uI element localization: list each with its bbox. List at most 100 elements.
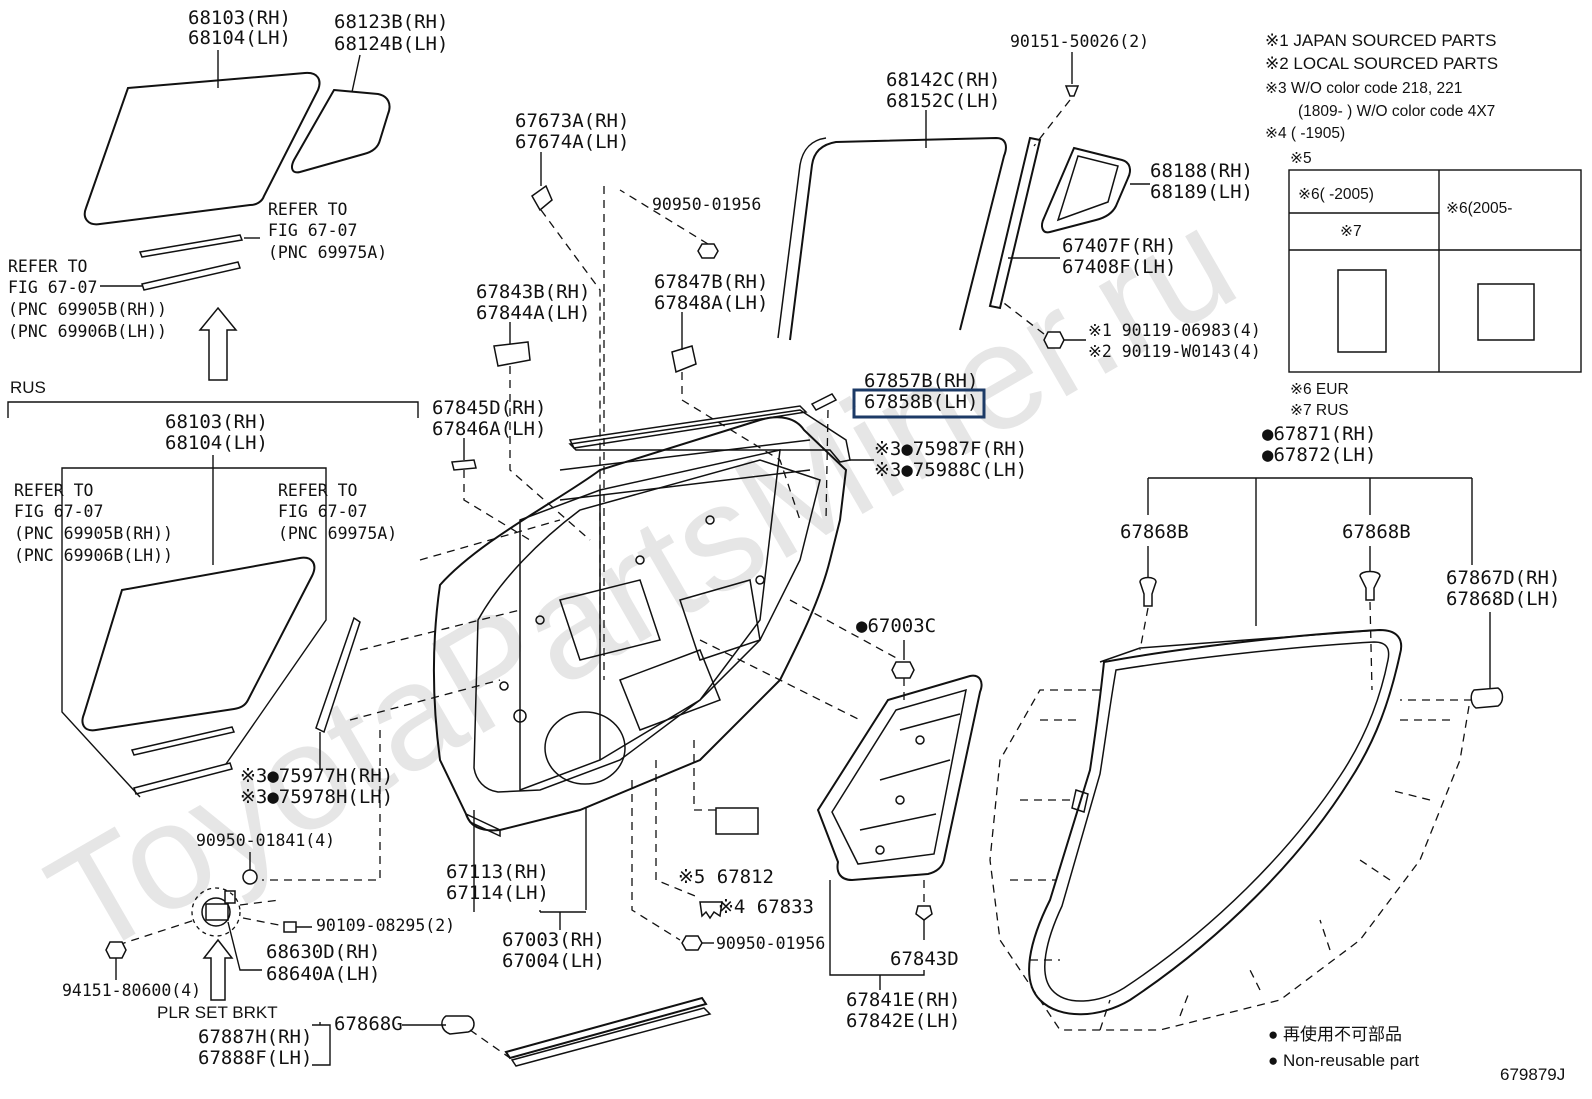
nut-94151[interactable] — [105, 941, 127, 959]
label-67847b: 67847B(RH) — [654, 271, 768, 293]
label-67674a: 67674A(LH) — [515, 131, 629, 153]
clip-67845d[interactable] — [451, 459, 477, 471]
hinge-67847b[interactable] — [671, 345, 697, 374]
clip-67673a[interactable] — [531, 184, 553, 212]
refer-3-line-2: FIG 67-07 — [14, 502, 103, 521]
screw-90151[interactable] — [1064, 85, 1080, 97]
nut-67003c[interactable] — [891, 661, 915, 679]
label-67673a: 67673A(RH) — [515, 110, 629, 132]
refer-4-line-1: REFER TO — [278, 481, 357, 500]
pillar-bracket-68630d[interactable] — [201, 890, 236, 927]
rear-door-panel-67003[interactable] — [433, 405, 848, 838]
label-75978h: ※3●75978H(LH) — [240, 786, 393, 808]
label-plate-67812[interactable] — [715, 807, 759, 835]
refer-2-line-1: REFER TO — [8, 257, 87, 276]
label-68188: 68188(RH) — [1150, 160, 1253, 182]
rear-door-glass-top[interactable] — [83, 71, 391, 291]
belt-moulding-75977h[interactable] — [315, 616, 361, 734]
label-90119-1: ※1 90119-06983(4) — [1088, 321, 1261, 340]
note-5: ※5 — [1290, 150, 1312, 167]
note-2: ※2 LOCAL SOURCED PARTS — [1265, 54, 1498, 73]
bolt-90109[interactable] — [283, 921, 312, 933]
label-68103-rh-rus: 68103(RH) — [165, 411, 268, 433]
door-frame-run-68142c[interactable] — [777, 136, 1007, 341]
nut-90950-01841[interactable] — [242, 869, 258, 885]
label-67842e: 67842E(LH) — [846, 1010, 960, 1032]
label-75987f: ※3●75987F(RH) — [874, 438, 1027, 460]
refer-3-line-1: REFER TO — [14, 481, 93, 500]
label-68142c: 68142C(RH) — [886, 69, 1000, 91]
label-67003c: ●67003C — [856, 615, 936, 637]
seal-67857b[interactable] — [810, 393, 838, 411]
label-67888f: 67888F(LH) — [198, 1047, 312, 1069]
label-94151: 94151-80600(4) — [62, 981, 201, 1000]
note-7-rus: ※7 RUS — [1290, 402, 1349, 419]
note-6-eur: ※6 EUR — [1290, 381, 1349, 398]
label-67848a: 67848A(LH) — [654, 292, 768, 314]
label-90151: 90151-50026(2) — [1010, 32, 1149, 51]
note-1: ※1 JAPAN SOURCED PARTS — [1265, 31, 1497, 50]
clip-67833[interactable] — [699, 901, 723, 920]
moulding-75987f[interactable] — [568, 409, 851, 463]
note-3b: (1809- ) W/O color code 4X7 — [1298, 103, 1495, 120]
label-67114: 67114(LH) — [446, 882, 549, 904]
label-67003: 67003(RH) — [502, 929, 605, 951]
legend-en: ● Non-reusable part — [1268, 1051, 1419, 1070]
note-7: ※7 — [1340, 223, 1362, 240]
label-67887h: 67887H(RH) — [198, 1026, 312, 1048]
label-67407f: 67407F(RH) — [1062, 235, 1176, 257]
label-67408f: 67408F(LH) — [1062, 256, 1176, 278]
label-75977h: ※3●75977H(RH) — [240, 765, 393, 787]
refer-1-line-2: FIG 67-07 — [268, 221, 357, 240]
clip-67867d[interactable] — [1470, 687, 1504, 709]
refer-2-line-3: (PNC 69905B(RH)) — [8, 300, 167, 319]
label-67845d: 67845D(RH) — [432, 397, 546, 419]
label-67868g: 67868G — [334, 1013, 403, 1035]
refer-3-line-4: (PNC 69906B(LH)) — [14, 546, 173, 565]
clip-67868b-2[interactable] — [1359, 570, 1381, 601]
label-67113: 67113(RH) — [446, 861, 549, 883]
label-90950-01841: 90950-01841(4) — [196, 831, 335, 850]
label-68104-lh-rus: 68104(LH) — [165, 432, 268, 454]
label-68123b-rh: 68123B(RH) — [334, 11, 448, 33]
note-6b: ※6(2005- — [1446, 200, 1512, 217]
label-75988c: ※3●75988C(LH) — [874, 459, 1027, 481]
clip-67868b-1[interactable] — [1139, 576, 1157, 607]
label-67844a: 67844A(LH) — [476, 302, 590, 324]
clip-67868g[interactable] — [441, 1015, 475, 1035]
label-67868b-2: 67868B — [1342, 521, 1411, 543]
quarter-glass-68188[interactable] — [1041, 146, 1131, 234]
label-90109: 90109-08295(2) — [316, 916, 455, 935]
watermark: ToyotaPartsMiner.ru — [22, 175, 1261, 987]
label-68640a: 68640A(LH) — [266, 963, 380, 985]
label-67833: ※4 67833 — [718, 896, 814, 918]
label-68104-lh-top: 68104(LH) — [188, 27, 291, 49]
refer-1-line-1: REFER TO — [268, 200, 347, 219]
nut-90950-01956-bottom[interactable] — [681, 935, 703, 951]
variant-table — [1288, 169, 1582, 373]
service-hole-cover-67841e[interactable] — [816, 674, 983, 882]
rocker-moulding-67887h[interactable] — [504, 996, 712, 1067]
refer-4-line-3: (PNC 69975A) — [278, 524, 397, 543]
door-weatherstrip-67871[interactable] — [1028, 628, 1403, 1016]
label-68103-rh-top: 68103(RH) — [188, 7, 291, 29]
label-90950-01956-top: 90950-01956 — [652, 195, 761, 214]
label-67858b[interactable]: 67858B(LH) — [864, 391, 978, 413]
label-68152c: 68152C(LH) — [886, 90, 1000, 112]
label-67857b: 67857B(RH) — [864, 370, 978, 392]
bolt-90119[interactable] — [1043, 331, 1065, 349]
label-90119-2: ※2 90119-W0143(4) — [1088, 342, 1261, 361]
refer-3-line-3: (PNC 69905B(RH)) — [14, 524, 173, 543]
label-67867d: 67867D(RH) — [1446, 567, 1560, 589]
label-67868d: 67868D(LH) — [1446, 588, 1560, 610]
label-plr-set-brkt: PLR SET BRKT — [157, 1003, 278, 1022]
highlight-box-67858b — [852, 388, 986, 419]
lock-striker-67843b[interactable] — [493, 341, 531, 367]
label-68630d: 68630D(RH) — [266, 941, 380, 963]
label-67868b-1: 67868B — [1120, 521, 1189, 543]
up-arrow-icon — [198, 306, 238, 381]
clip-67843d[interactable] — [915, 905, 933, 921]
division-bar-67407f[interactable] — [988, 136, 1042, 310]
nut-90950-01956-top[interactable] — [697, 243, 719, 259]
